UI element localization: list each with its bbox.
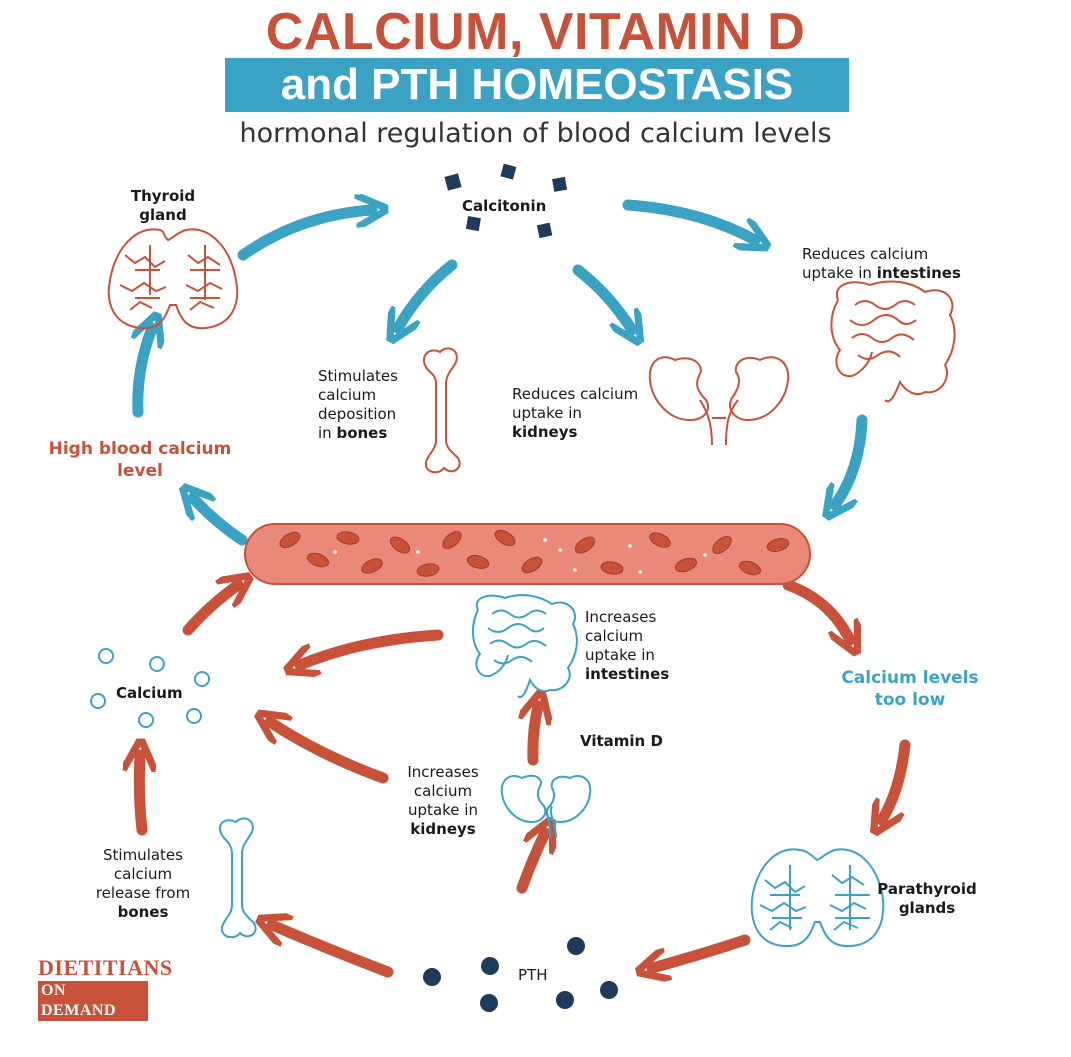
dietitians-on-demand-logo: DIETITIANS ON DEMAND bbox=[38, 955, 173, 1021]
calcitonin-label: Calcitonin bbox=[462, 197, 547, 215]
kidneys-icon-top bbox=[648, 356, 790, 446]
parathyroid-glands-icon bbox=[750, 848, 885, 948]
arrow-thyroid-to-calcitonin bbox=[237, 210, 372, 261]
arrow-bones-to-calcium bbox=[139, 755, 142, 836]
arrow-parathyroid-to-pth bbox=[652, 934, 751, 968]
reduces-intestines-label: Reduces calcium uptake in intestines bbox=[802, 245, 961, 282]
bone-icon-bottom bbox=[218, 817, 257, 939]
calcitonin-molecules-icon bbox=[444, 163, 568, 239]
calcium-levels-low-label: Calcium levels too low bbox=[841, 668, 979, 710]
arrow-pth-to-bones bbox=[272, 925, 394, 978]
arrow-calcitonin-to-kidneys bbox=[572, 264, 632, 330]
arrow-low-calcium-to-parathyroid bbox=[882, 739, 911, 820]
blood-vessel-icon bbox=[244, 523, 811, 585]
arrow-high-calcium-to-thyroid bbox=[138, 328, 152, 418]
high-blood-calcium-label: High blood calcium level bbox=[48, 439, 232, 481]
arrow-vessel-to-low-calcium bbox=[782, 579, 850, 640]
logo-top-text: DIETITIANS bbox=[38, 955, 173, 980]
arrow-calcium-to-vessel bbox=[182, 585, 238, 636]
title-line-2: and PTH HOMEOSTASIS bbox=[280, 60, 794, 109]
arrow-calcitonin-to-bones bbox=[398, 259, 458, 328]
reduces-kidneys-label: Reduces calcium uptake in kidneys bbox=[512, 385, 639, 441]
thyroid-gland-label: Thyroid gland bbox=[130, 187, 196, 224]
calcium-label: Calcium bbox=[116, 684, 183, 702]
arrow-vitamin-d-to-intestines bbox=[533, 706, 538, 766]
subtitle: hormonal regulation of blood calcium lev… bbox=[239, 118, 832, 149]
increases-intestines-label: Increases calcium uptake in intestines bbox=[585, 608, 670, 683]
kidneys-icon-bottom bbox=[500, 774, 592, 839]
vitamin-d-label: Vitamin D bbox=[580, 732, 663, 750]
arrow-kidneys-to-calcium bbox=[270, 722, 389, 784]
stimulates-deposition-label: Stimulates calcium deposition in bones bbox=[318, 367, 398, 442]
parathyroid-glands-label: Parathyroid glands bbox=[877, 880, 977, 917]
pth-label: PTH bbox=[518, 966, 548, 984]
calcium-ions-icon bbox=[90, 648, 210, 728]
arrow-intestines-to-vessel bbox=[835, 414, 868, 505]
pth-molecules-icon bbox=[423, 937, 618, 1012]
increases-kidneys-label: Increases calcium uptake in kidneys bbox=[407, 763, 479, 838]
stimulates-release-label: Stimulates calcium release from bones bbox=[95, 846, 191, 921]
arrow-intestines-to-calcium bbox=[300, 629, 444, 665]
intestines-icon-middle bbox=[472, 594, 578, 698]
title-banner: and PTH HOMEOSTASIS bbox=[225, 58, 849, 112]
intestines-icon-top bbox=[830, 280, 956, 403]
arrow-calcitonin-to-intestines bbox=[622, 199, 755, 240]
logo-bottom-text: ON DEMAND bbox=[38, 981, 148, 1021]
bone-icon-top bbox=[422, 347, 461, 474]
arrow-vessel-to-high-calcium bbox=[193, 498, 248, 546]
arrow-pth-to-kidneys bbox=[516, 833, 545, 894]
title-line-1: CALCIUM, VITAMIN D bbox=[265, 3, 806, 61]
thyroid-gland-icon bbox=[107, 228, 239, 330]
